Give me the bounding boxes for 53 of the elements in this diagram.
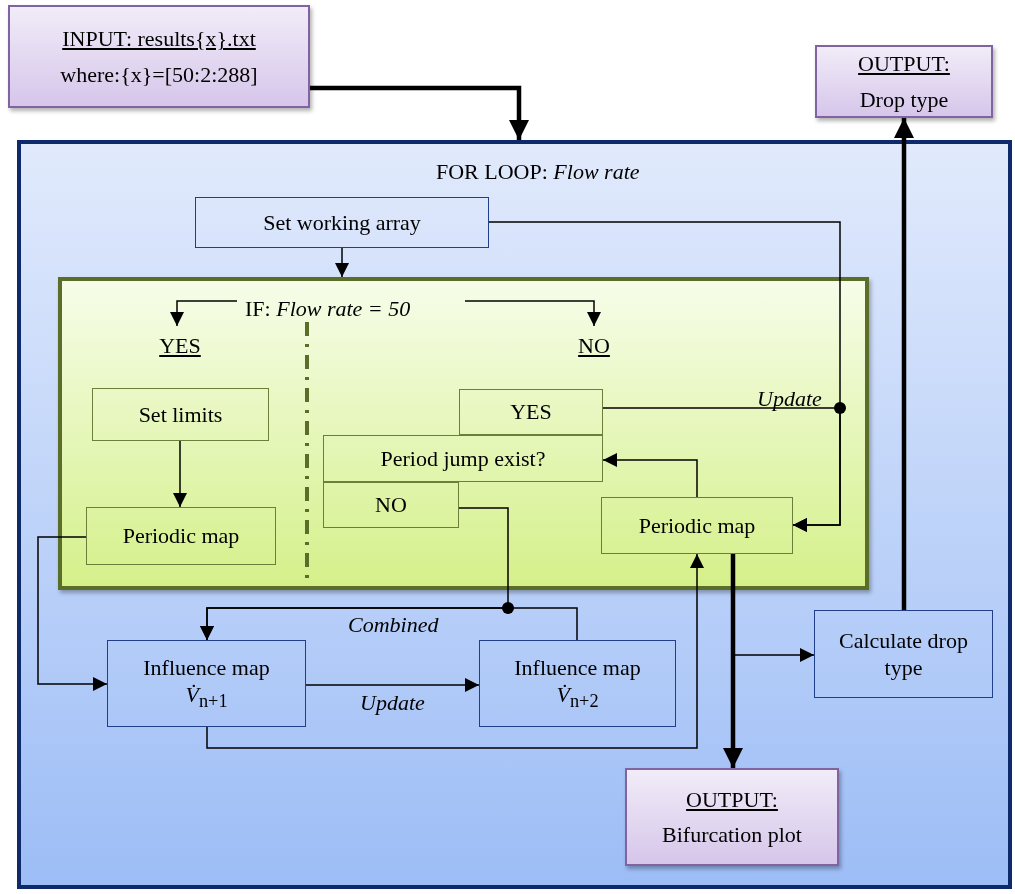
node-text: Set limits xyxy=(138,400,223,429)
arrow xyxy=(37,536,108,691)
edge-label: Update xyxy=(757,386,822,412)
node-text: Calculate drop type xyxy=(838,626,969,682)
frame-title: IF: Flow rate = 50 xyxy=(245,295,411,323)
process-box xyxy=(195,197,489,248)
node-text: Set working array xyxy=(263,208,421,237)
io-box xyxy=(8,5,310,108)
frame-title: FOR LOOP: Flow rate xyxy=(436,158,640,186)
node-text: Drop type xyxy=(859,85,949,114)
condition-frame xyxy=(58,277,869,590)
io-box xyxy=(815,45,993,118)
node-text: Period jump exist? xyxy=(380,444,546,473)
arrow xyxy=(206,553,704,749)
edge-label: Combined xyxy=(348,612,439,638)
branch-label: YES xyxy=(150,326,210,366)
arrow xyxy=(894,118,914,610)
branch-label: NO xyxy=(566,326,622,366)
node-text: Bifurcation plot xyxy=(662,821,802,849)
node-text: V̇$_{n+1}$ xyxy=(185,681,228,714)
process-box xyxy=(92,388,269,441)
node-text: YES xyxy=(510,398,552,426)
node-text: V̇$_{n+2}$ xyxy=(556,681,599,714)
process-box xyxy=(814,610,993,698)
arrow xyxy=(173,440,187,508)
node-text: OUTPUT: xyxy=(686,785,778,814)
arrow xyxy=(602,453,698,498)
process-box xyxy=(323,435,603,482)
arrow xyxy=(170,300,238,327)
arrow xyxy=(602,407,841,532)
node-text: OUTPUT: xyxy=(858,50,950,79)
arrow xyxy=(464,300,601,327)
node-text: Periodic map xyxy=(638,511,756,540)
process-box xyxy=(86,507,276,565)
process-box xyxy=(459,389,603,435)
node-text: NO xyxy=(375,491,407,519)
node-text: Influence map xyxy=(514,653,641,682)
arrow xyxy=(335,247,349,278)
node-text: INPUT: results{x}.txt xyxy=(62,25,256,54)
process-box xyxy=(107,640,306,727)
process-box xyxy=(601,497,793,554)
io-box xyxy=(625,768,839,866)
node-text: Influence map xyxy=(143,653,270,682)
process-box xyxy=(479,640,676,727)
edge-label: Update xyxy=(360,690,425,716)
process-box xyxy=(323,482,459,528)
arrow xyxy=(200,607,578,641)
arrow xyxy=(310,85,529,140)
arrow xyxy=(723,554,743,768)
node-text: Periodic map xyxy=(122,522,240,550)
loop-frame xyxy=(17,140,1012,889)
node-text: where:{x}=[50:2:288] xyxy=(60,60,258,89)
arrow xyxy=(305,678,480,692)
